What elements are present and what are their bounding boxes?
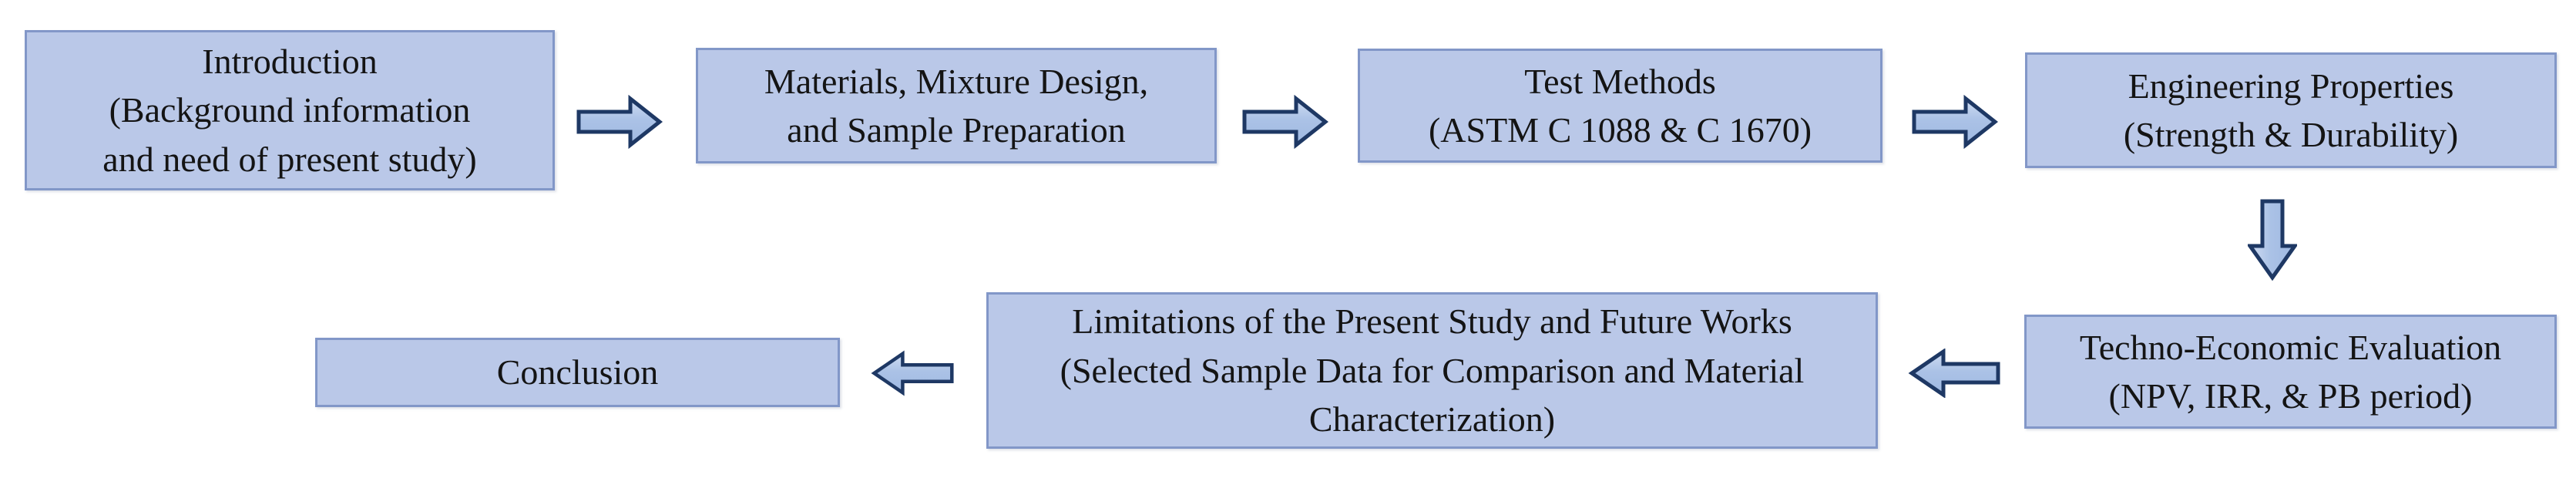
node-line: and Sample Preparation <box>787 110 1126 150</box>
flow-node-engineering-properties: Engineering Properties (Strength & Durab… <box>2025 52 2557 168</box>
node-line: (Strength & Durability) <box>2123 115 2459 154</box>
node-line: Test Methods <box>1524 61 1716 101</box>
node-line: (NPV, IRR, & PB period) <box>2108 376 2473 416</box>
node-line: Characterization) <box>1308 399 1556 440</box>
flow-node-introduction: Introduction (Background information and… <box>25 30 555 190</box>
left-arrow-icon <box>1908 349 2000 398</box>
flow-node-techno-economic-evaluation: Techno-Economic Evaluation (NPV, IRR, & … <box>2024 315 2557 429</box>
node-line: (Background information <box>109 90 471 130</box>
flow-node-materials-mixture-design: Materials, Mixture Design, and Sample Pr… <box>696 48 1217 163</box>
flow-node-conclusion: Conclusion <box>315 338 840 407</box>
right-arrow-icon <box>576 95 663 149</box>
node-line: Materials, Mixture Design, <box>764 61 1149 101</box>
node-line: Engineering Properties <box>2128 66 2454 106</box>
down-arrow-icon <box>2248 199 2297 281</box>
node-line: (Selected Sample Data for Comparison and… <box>1060 350 1805 390</box>
right-arrow-icon <box>1912 95 1998 149</box>
node-line: (ASTM C 1088 & C 1670) <box>1428 110 1812 150</box>
flow-node-test-methods: Test Methods (ASTM C 1088 & C 1670) <box>1358 49 1882 163</box>
node-line: and need of present study) <box>102 139 477 179</box>
left-arrow-icon <box>871 350 954 396</box>
node-line: Introduction <box>202 41 378 81</box>
right-arrow-icon <box>1242 95 1328 149</box>
node-line: Conclusion <box>496 352 659 392</box>
node-line: Limitations of the Present Study and Fut… <box>1072 301 1792 342</box>
flow-node-limitations-future-works: Limitations of the Present Study and Fut… <box>986 292 1878 449</box>
node-line: Techno-Economic Evaluation <box>2079 327 2502 367</box>
